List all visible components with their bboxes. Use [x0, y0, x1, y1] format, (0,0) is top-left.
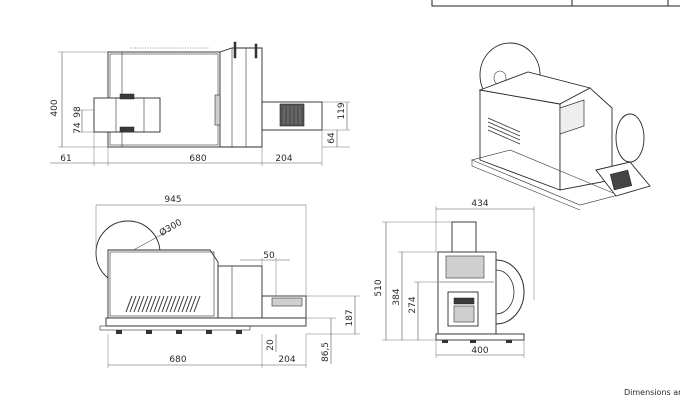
dim-side-274: 274: [408, 296, 418, 313]
dimensions-note: Dimensions are: [624, 388, 680, 397]
top-view: 400 74 98 119 64 61 680 204: [50, 41, 350, 166]
dim-side-434: 434: [471, 199, 488, 209]
dim-front-187: 187: [345, 309, 355, 326]
dim-front-20: 20: [266, 339, 276, 351]
dim-top-204: 204: [275, 154, 292, 164]
front-view: 945 Ø300 50 187 86,5 20 680 204: [95, 195, 360, 368]
isometric-view: [471, 42, 651, 211]
dim-top-400: 400: [50, 99, 60, 116]
dim-top-61: 61: [60, 154, 71, 164]
dim-side-510: 510: [374, 279, 384, 296]
dim-top-98: 98: [73, 106, 83, 118]
dim-side-384: 384: [392, 288, 402, 305]
dim-top-74: 74: [73, 122, 83, 134]
side-view: 434 510 384 274 400: [374, 199, 535, 358]
dim-front-50: 50: [263, 251, 275, 261]
dim-side-400: 400: [471, 346, 488, 356]
dim-front-86-5: 86,5: [321, 342, 331, 362]
dim-front-680: 680: [169, 355, 186, 365]
dim-front-roll-diameter: Ø300: [157, 217, 184, 239]
dim-top-119: 119: [337, 102, 347, 119]
dim-top-64: 64: [327, 132, 337, 144]
dim-front-204: 204: [278, 355, 295, 365]
dim-front-945: 945: [164, 195, 181, 205]
title-block: [431, 0, 680, 7]
dim-top-680: 680: [189, 154, 206, 164]
